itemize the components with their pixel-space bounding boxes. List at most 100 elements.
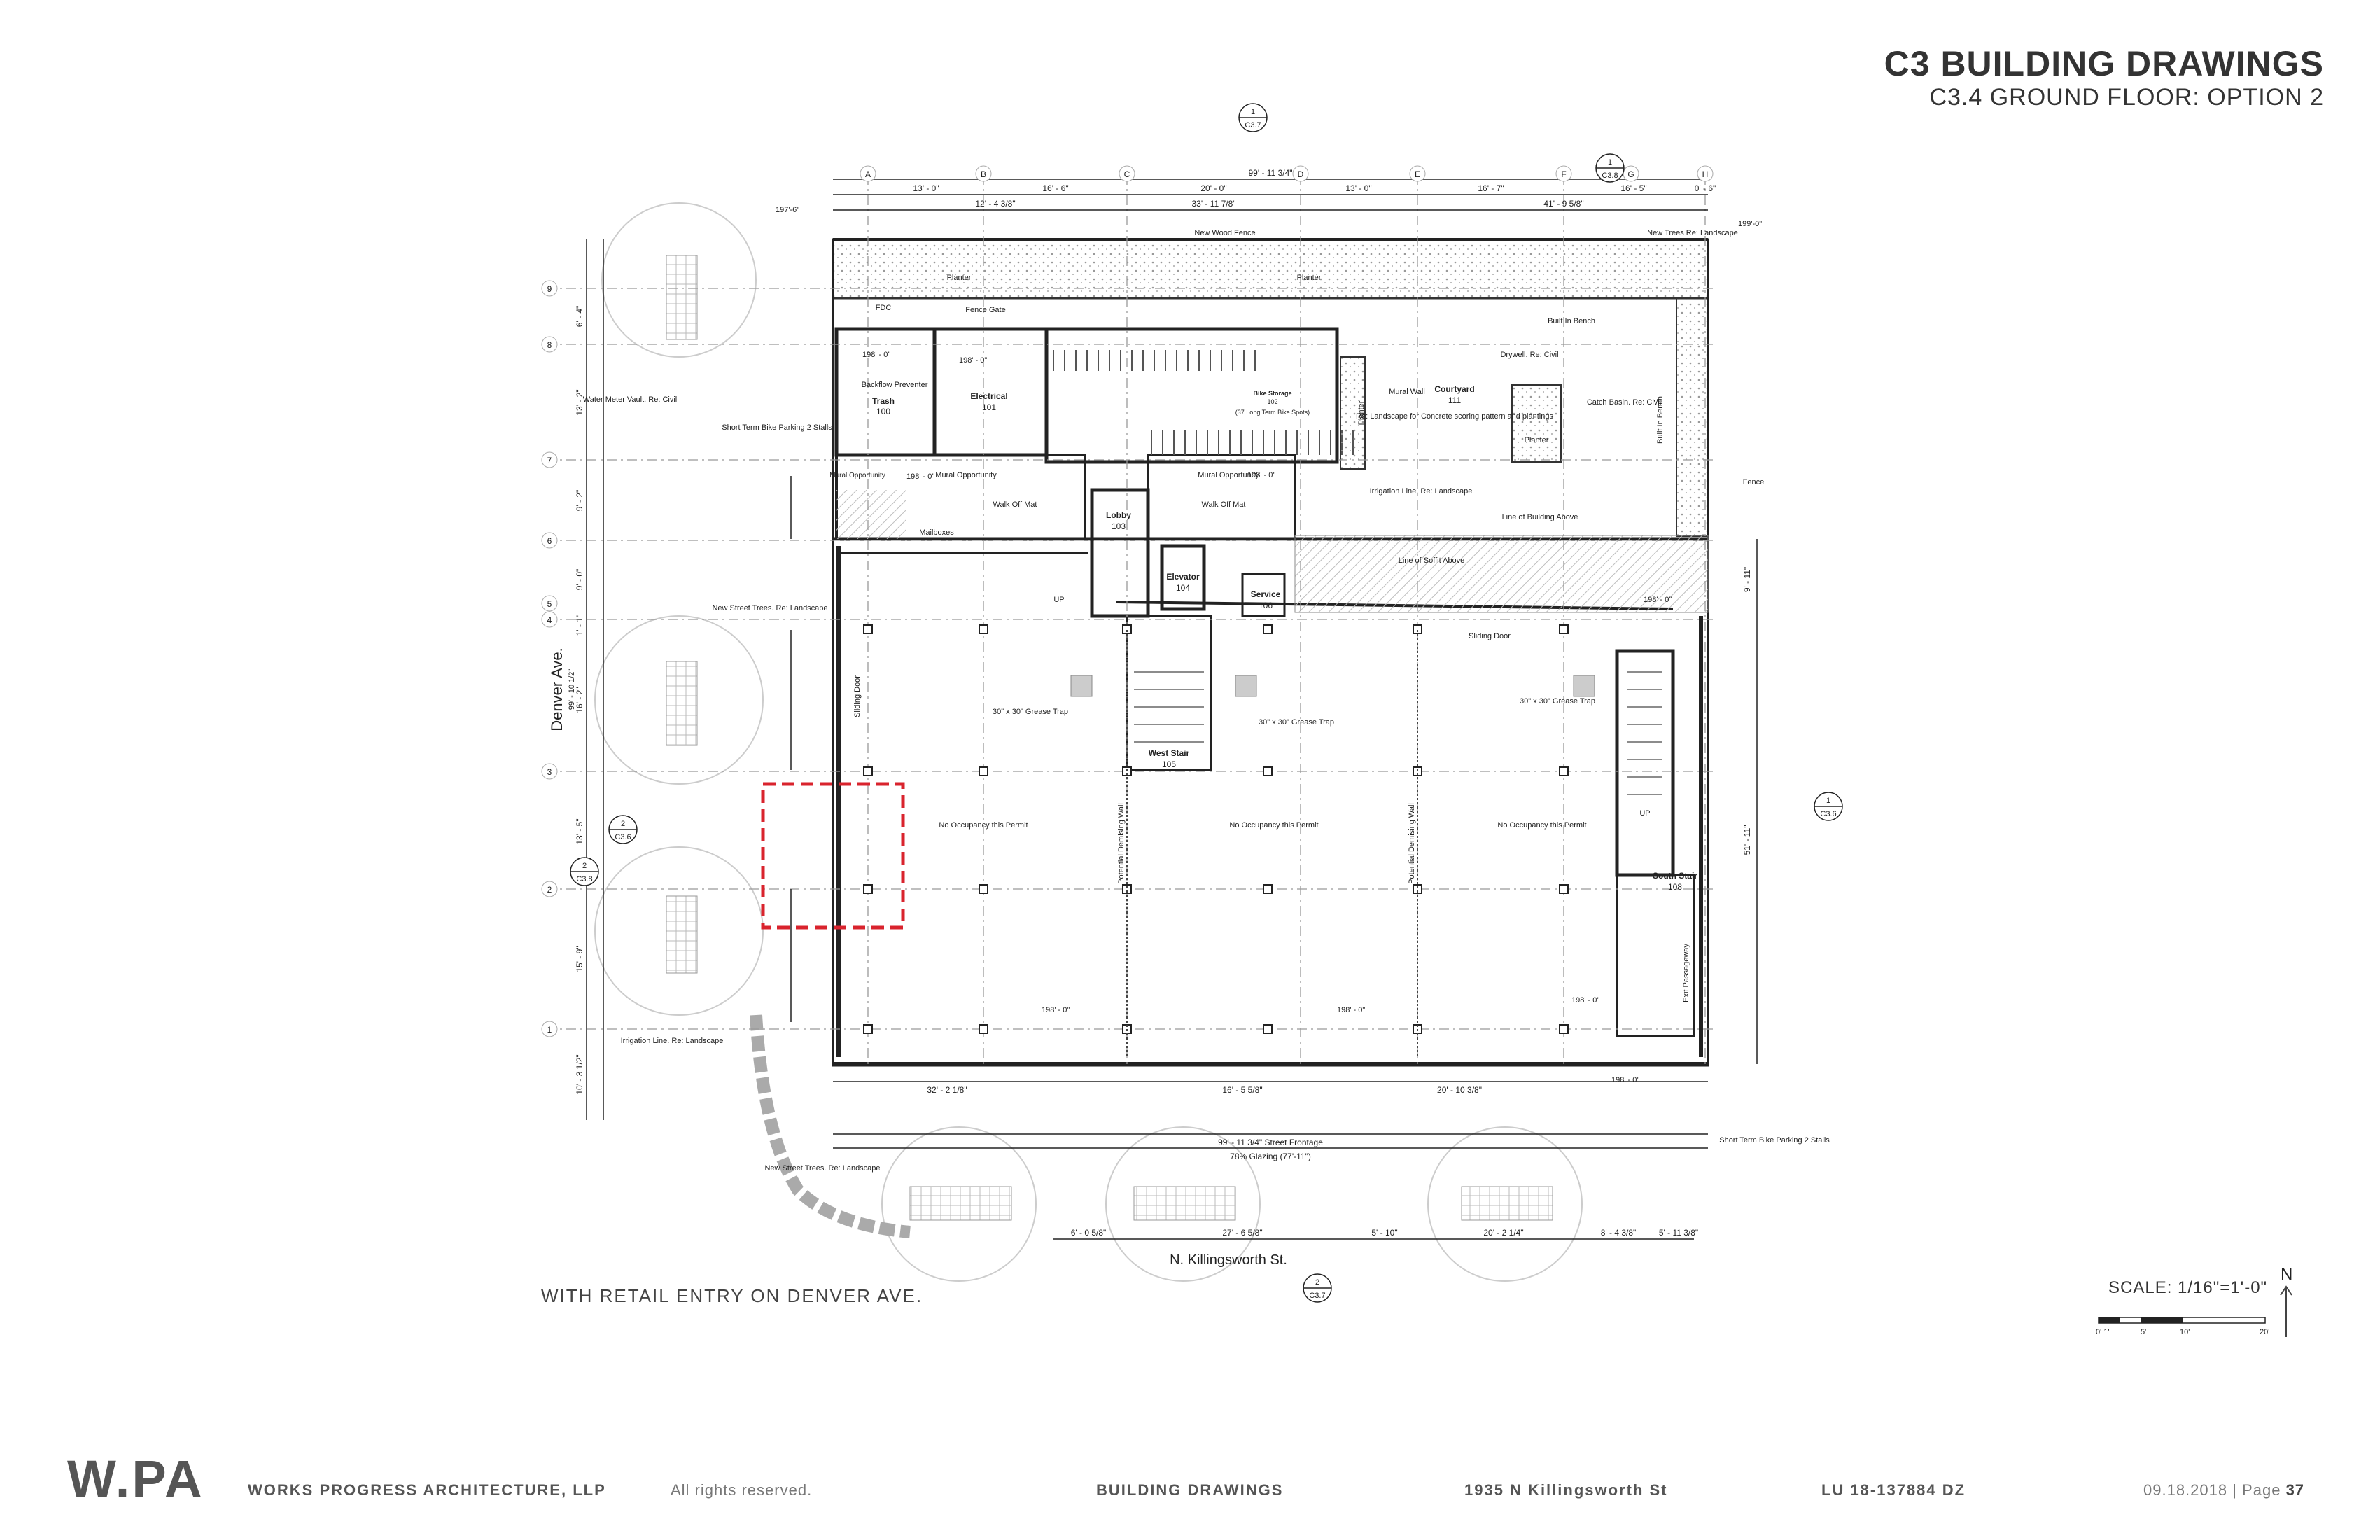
svg-text:Irrigation Line. Re: Landscape: Irrigation Line. Re: Landscape — [1370, 487, 1473, 496]
svg-text:Mural Opportunity: Mural Opportunity — [830, 472, 885, 479]
svg-text:Courtyard: Courtyard — [1434, 384, 1474, 394]
svg-text:199'-0": 199'-0" — [1738, 220, 1762, 228]
grid-col-E: E — [1409, 165, 1426, 182]
svg-text:100: 100 — [876, 407, 890, 416]
date-page: 09.18.2018 | Page 37 — [2143, 1481, 2305, 1499]
title-block: C3 BUILDING DRAWINGS C3.4 GROUND FLOOR: … — [1884, 45, 2324, 112]
svg-text:2: 2 — [582, 862, 587, 870]
firm-logo: W.PA — [67, 1450, 204, 1508]
svg-text:New Street Trees. Re: Landscap: New Street Trees. Re: Landscape — [764, 1164, 880, 1172]
svg-text:105: 105 — [1162, 760, 1176, 769]
svg-text:9' - 11": 9' - 11" — [1742, 567, 1752, 592]
svg-text:Built In Bench: Built In Bench — [1656, 396, 1665, 444]
svg-text:FDC: FDC — [876, 304, 892, 312]
svg-text:9: 9 — [547, 284, 552, 294]
svg-text:32' - 2 1/8": 32' - 2 1/8" — [927, 1085, 967, 1095]
dimension-text: 99' - 11 3/4" 13' - 0" 16' - 6" 20' - 0"… — [913, 168, 1716, 1238]
svg-text:9' - 2": 9' - 2" — [575, 490, 584, 512]
svg-text:7: 7 — [547, 456, 552, 465]
column-grid — [546, 175, 1715, 1064]
left-dimension-text: 6' - 4" 13' - 2" 9' - 2" 9' - 0" 1' - 1"… — [575, 306, 1752, 1095]
svg-text:E: E — [1415, 169, 1420, 179]
grid-col-B: B — [975, 165, 992, 182]
soffit-area — [1294, 535, 1709, 613]
svg-text:13' - 2": 13' - 2" — [575, 389, 584, 415]
svg-text:No Occupancy this Permit: No Occupancy this Permit — [1229, 821, 1318, 830]
scale-label: SCALE: 1/16"=1'-0" — [2108, 1278, 2268, 1297]
svg-text:Line of Soffit Above: Line of Soffit Above — [1399, 556, 1465, 565]
svg-text:Potential Demising Wall: Potential Demising Wall — [1117, 803, 1126, 884]
svg-text:Sliding Door: Sliding Door — [1469, 632, 1511, 640]
svg-text:Short Term Bike Parking 2 Stal: Short Term Bike Parking 2 Stalls — [722, 424, 832, 432]
svg-text:108: 108 — [1668, 882, 1682, 892]
svg-text:Sliding Door: Sliding Door — [853, 676, 862, 718]
svg-text:12' - 4 3/8": 12' - 4 3/8" — [975, 199, 1015, 209]
svg-text:Electrical: Electrical — [970, 391, 1007, 401]
svg-text:30" x 30" Grease Trap: 30" x 30" Grease Trap — [1520, 697, 1595, 706]
svg-text:Planter: Planter — [947, 274, 972, 282]
stair-treads — [1134, 671, 1662, 795]
svg-text:B: B — [981, 169, 986, 179]
svg-text:5: 5 — [547, 599, 552, 609]
svg-text:South Stair: South Stair — [1653, 871, 1698, 881]
svg-text:(37 Long Term Bike Spots): (37 Long Term Bike Spots) — [1236, 409, 1310, 416]
svg-text:1: 1 — [1608, 158, 1612, 167]
svg-text:Mural Wall: Mural Wall — [1389, 388, 1425, 396]
svg-text:Backflow Preventer: Backflow Preventer — [862, 381, 928, 389]
svg-text:Mural Opportunity: Mural Opportunity — [1198, 471, 1259, 479]
grid-col-G: G — [1623, 165, 1639, 182]
svg-text:Bike Storage: Bike Storage — [1253, 390, 1292, 397]
firm-name: WORKS PROGRESS ARCHITECTURE, LLP — [248, 1481, 606, 1499]
svg-text:N: N — [2281, 1265, 2292, 1284]
svg-text:Exit Passageway: Exit Passageway — [1682, 944, 1690, 1002]
svg-text:30" x 30" Grease Trap: 30" x 30" Grease Trap — [993, 708, 1068, 716]
case-number: LU 18-137884 DZ — [1821, 1481, 1966, 1499]
svg-text:99' - 11 3/4" Street Frontage: 99' - 11 3/4" Street Frontage — [1218, 1138, 1323, 1147]
svg-text:197'-6": 197'-6" — [776, 206, 799, 214]
plan-notes: Planter Planter New Wood Fence New Trees… — [583, 229, 1830, 1172]
svg-text:0' - 6": 0' - 6" — [1695, 183, 1716, 193]
grid-row-2: 2 — [541, 881, 558, 897]
svg-text:106: 106 — [1259, 601, 1273, 610]
section-name: BUILDING DRAWINGS — [1096, 1481, 1284, 1499]
columns — [863, 624, 1569, 1034]
svg-text:Re: Landscape for Concrete sco: Re: Landscape for Concrete scoring patte… — [1356, 412, 1553, 421]
svg-text:Line of Building Above: Line of Building Above — [1502, 513, 1578, 522]
svg-text:No Occupancy this Permit: No Occupancy this Permit — [1497, 821, 1586, 830]
plan-caption: WITH RETAIL ENTRY ON DENVER AVE. — [541, 1285, 923, 1306]
retail-entry-highlight — [761, 782, 905, 930]
planter-strip — [832, 238, 1709, 300]
grid-row-9: 9 — [541, 280, 558, 297]
svg-text:C3.6: C3.6 — [1820, 810, 1836, 818]
landscape — [594, 202, 1583, 1282]
svg-text:2: 2 — [547, 885, 552, 895]
svg-text:16' - 6": 16' - 6" — [1042, 183, 1068, 193]
elevation-markers: 198' - 0" 198' - 0" 198' - 0" 198' - 0" … — [776, 206, 1762, 1084]
svg-text:1' - 1": 1' - 1" — [575, 615, 584, 636]
svg-text:13' - 5": 13' - 5" — [575, 818, 584, 844]
svg-text:Service: Service — [1251, 589, 1281, 599]
svg-text:Trash: Trash — [872, 396, 895, 406]
svg-text:6: 6 — [547, 536, 552, 546]
svg-text:Planter: Planter — [1525, 436, 1549, 444]
svg-text:6' - 0 5/8": 6' - 0 5/8" — [1071, 1228, 1107, 1238]
bike-racks — [1053, 350, 1354, 455]
svg-text:8' - 4 3/8": 8' - 4 3/8" — [1601, 1228, 1637, 1238]
svg-text:1: 1 — [1826, 797, 1830, 805]
svg-text:Walk Off Mat: Walk Off Mat — [993, 500, 1037, 509]
svg-text:20' - 10 3/8": 20' - 10 3/8" — [1437, 1085, 1482, 1095]
svg-text:5' - 10": 5' - 10" — [1371, 1228, 1397, 1238]
svg-text:Walk Off Mat: Walk Off Mat — [1202, 500, 1246, 509]
section-callout-labels: 1C3.7 1C3.8 1C3.6 2C3.6 2C3.8 2C3.7 — [576, 108, 1836, 1300]
svg-text:2: 2 — [1315, 1278, 1320, 1287]
svg-text:H: H — [1702, 169, 1709, 179]
svg-text:1: 1 — [547, 1025, 552, 1035]
svg-text:New Street Trees. Re: Landscap: New Street Trees. Re: Landscape — [712, 604, 827, 612]
grid-col-F: F — [1555, 165, 1572, 182]
svg-text:5' - 11 3/8": 5' - 11 3/8" — [1659, 1228, 1698, 1238]
svg-text:103: 103 — [1112, 522, 1126, 531]
svg-text:Potential Demising Wall: Potential Demising Wall — [1408, 803, 1416, 884]
svg-text:Short Term Bike Parking 2 Stal: Short Term Bike Parking 2 Stalls — [1719, 1136, 1830, 1144]
